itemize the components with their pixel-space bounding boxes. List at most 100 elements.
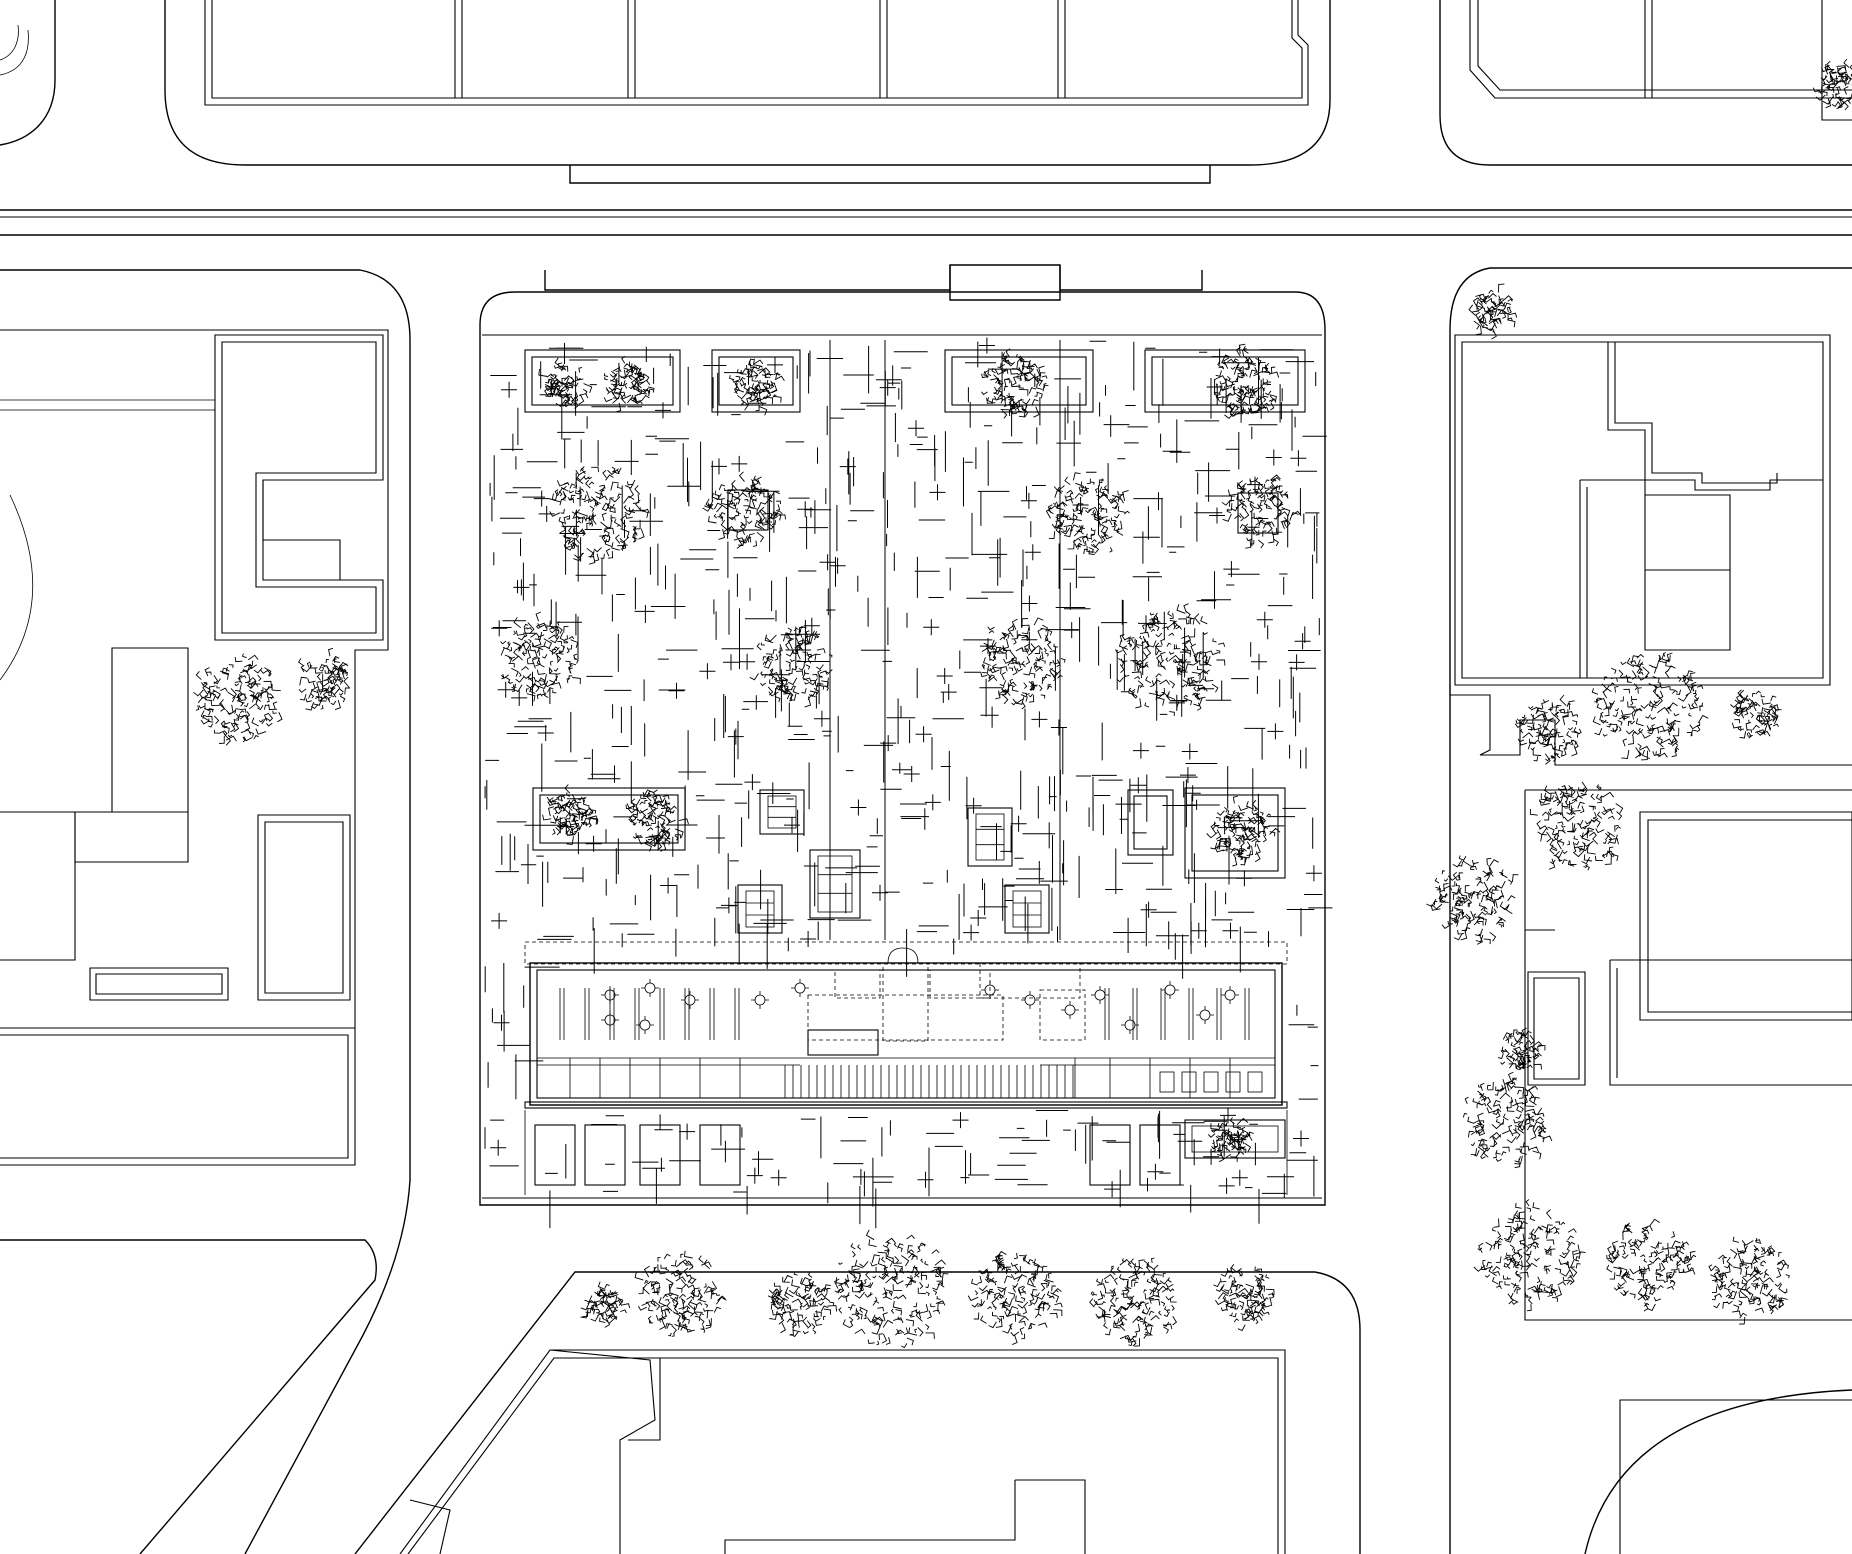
table-chairs (1161, 981, 1179, 999)
tree-canopy (549, 466, 650, 565)
bench-seat (975, 813, 1005, 861)
main-street (0, 209, 1852, 236)
pavilion-interior (537, 979, 1275, 1098)
interior-lines (537, 988, 1275, 1098)
parking-bay (699, 1124, 741, 1186)
tree-canopy (1708, 1236, 1790, 1325)
tree-canopy (834, 1229, 949, 1349)
parking-bay (639, 1124, 681, 1186)
planters-top (524, 349, 1306, 413)
tree-canopy (1730, 689, 1782, 739)
table-chairs (636, 1016, 654, 1034)
table (1094, 989, 1106, 1001)
fixture (1159, 1071, 1175, 1093)
tree-canopy (1529, 781, 1624, 871)
paving-lines (484, 337, 1333, 1229)
tree-canopy (980, 617, 1066, 710)
table-chairs (601, 1011, 619, 1029)
planter-shrub (729, 358, 785, 416)
planter-shrub (603, 355, 655, 413)
planter-shrub (1206, 795, 1281, 867)
fixture (1181, 1071, 1197, 1093)
table (754, 994, 766, 1006)
tree-canopy (580, 1281, 631, 1328)
top-block-center (164, 0, 1331, 184)
tree-canopy (1213, 1263, 1275, 1332)
bench-block (737, 884, 783, 934)
tree-canopy (1045, 472, 1130, 555)
tree-canopy (967, 1250, 1063, 1346)
bench-block (967, 807, 1013, 867)
planter-shrub (542, 784, 599, 845)
table (684, 994, 696, 1006)
tree-canopy (749, 625, 833, 708)
table (1199, 1009, 1211, 1021)
table-chairs (1196, 1006, 1214, 1024)
tree-canopy (702, 471, 787, 549)
tree-canopy (1115, 603, 1226, 717)
tree-canopy (1462, 1071, 1553, 1169)
table-chairs (1221, 986, 1239, 1004)
tree-canopies (193, 58, 1852, 1349)
tree-canopy (1221, 474, 1302, 549)
tree-canopy (500, 611, 581, 702)
table (1164, 984, 1176, 996)
parking-bay (1089, 1124, 1131, 1186)
fixture (1225, 1071, 1241, 1093)
bench-seat (745, 890, 775, 928)
parking-bay (584, 1124, 626, 1186)
left-block (0, 269, 411, 1554)
parking-edge (524, 1110, 1288, 1195)
tree-canopy (1591, 652, 1709, 761)
bench-seat (817, 855, 853, 913)
central-plaza (479, 264, 1326, 1206)
table (1224, 989, 1236, 1001)
table-chairs (1061, 1001, 1079, 1019)
fixture (1247, 1071, 1263, 1093)
plaza-parking-bays (524, 1110, 1288, 1195)
pavilion-building (524, 941, 1288, 1109)
parking-bay (1139, 1124, 1181, 1186)
bench-seat (1012, 890, 1042, 928)
table (1124, 1019, 1136, 1031)
plaza-benches (737, 789, 1050, 934)
tree-canopy (1514, 694, 1582, 765)
tree-canopy (297, 647, 351, 711)
table-chairs (1091, 986, 1109, 1004)
tree-canopy (634, 1250, 727, 1337)
table-chairs (751, 991, 769, 1009)
tree-canopy (193, 653, 283, 746)
tree-canopy (1606, 1218, 1697, 1312)
planter-shrub (625, 789, 689, 852)
table (644, 982, 656, 994)
bench-block (759, 789, 805, 835)
tree-canopy (1497, 1027, 1546, 1071)
bottom-planter-inner (1191, 1125, 1279, 1153)
tree-canopy (1426, 855, 1519, 945)
right-block (1449, 267, 1852, 1554)
planter-shrubs (538, 343, 1281, 1163)
tree-canopy (1473, 1199, 1586, 1312)
parking-bay (534, 1124, 576, 1186)
planter-shrub (538, 357, 593, 409)
table-chairs (1121, 1016, 1139, 1034)
bottom-planter (1184, 1119, 1286, 1159)
planter-shrub (1213, 343, 1280, 420)
bench-block (809, 849, 861, 919)
planters-middle (532, 787, 1286, 879)
tree-canopy (1089, 1257, 1178, 1347)
bench-block (1004, 884, 1050, 934)
table-chairs (791, 979, 809, 997)
tree-canopy (767, 1271, 838, 1338)
top-block-left (0, 0, 56, 146)
table-chairs (601, 986, 619, 1004)
plaza-paving-pattern (484, 337, 1333, 1229)
table (1064, 1004, 1076, 1016)
fixture (1203, 1071, 1219, 1093)
top-block-right (1439, 0, 1852, 166)
table (1024, 994, 1036, 1006)
table (639, 1019, 651, 1031)
bottom-block (354, 1271, 1361, 1554)
bench-seat (767, 795, 797, 829)
